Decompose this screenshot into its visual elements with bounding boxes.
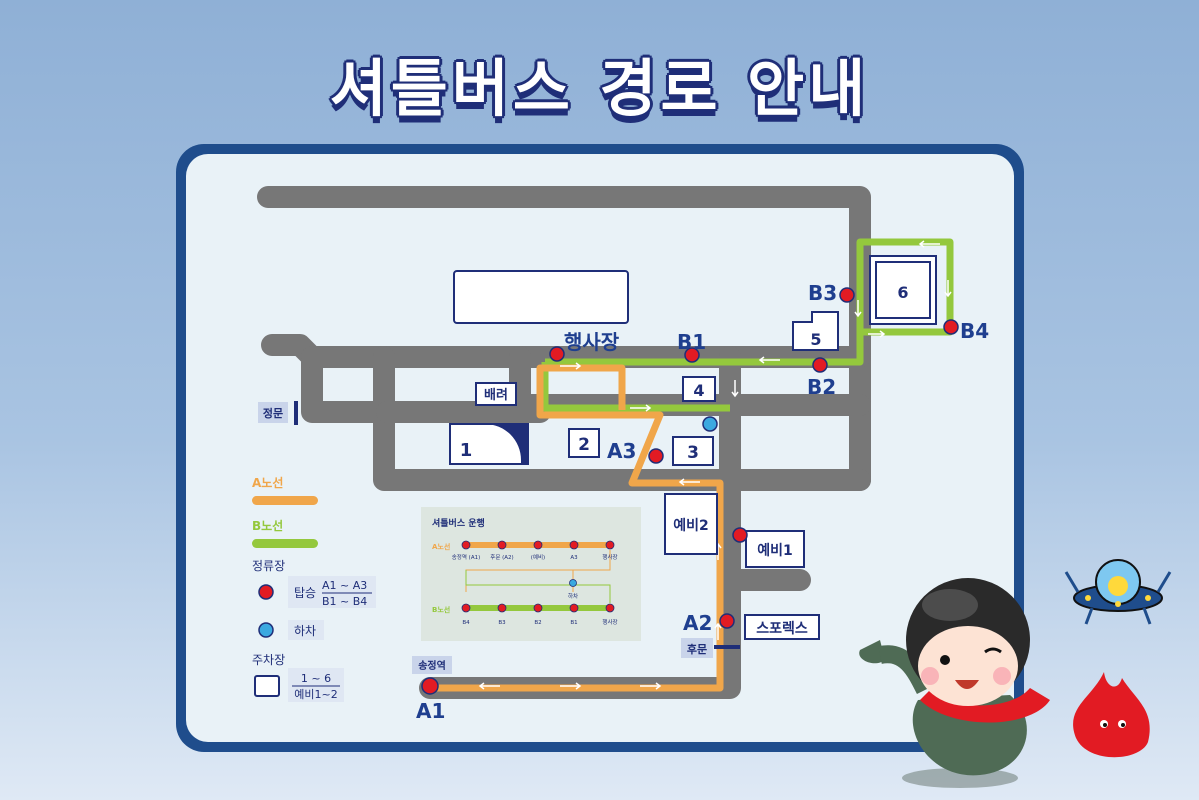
label-A3: A3 [607,439,636,463]
operation-diagram: 셔틀버스 운행 A노선 B노선 송정역 (A1) 후문 (A2) (예비) A3… [421,507,641,641]
svg-text:B3: B3 [498,620,506,626]
rear-gate: 후문 [681,638,740,658]
svg-text:B1: B1 [570,620,577,626]
bus-stops [421,287,959,695]
flame-mascot-icon [1073,672,1150,758]
legend-alight-icon [258,622,274,638]
svg-text:(예비): (예비) [531,553,545,561]
stop-haengsajang [549,346,565,362]
svg-text:3: 3 [687,443,699,463]
stop-A2 [719,613,735,629]
building-4: 4 [682,376,716,402]
svg-text:행사장: 행사장 [602,553,617,561]
pilot-mascot-icon [859,578,1050,788]
legend-board-b: B1 ~ B4 [322,595,367,608]
svg-text:예비2: 예비2 [673,518,709,534]
legend-parking-title: 주차장 [252,653,285,667]
legend-route-b-swatch [252,539,318,548]
operation-title: 셔틀버스 운행 [432,517,485,529]
svg-text:6: 6 [897,283,908,302]
building-1: 1 [449,423,529,465]
label-haengsajang: 행사장 [564,330,620,354]
legend-parking-spare: 예비1~2 [294,688,337,701]
svg-text:정문: 정문 [263,406,283,420]
legend-route-b-label: B노선 [252,518,283,533]
legend-route-a-swatch [252,496,318,505]
legend-board-a: A1 ~ A3 [322,579,367,592]
svg-text:2: 2 [578,435,590,455]
building-spolex: 스포렉스 [744,614,820,640]
label-A2: A2 [683,611,712,635]
svg-text:배려: 배려 [484,387,508,403]
svg-text:스포렉스: 스포렉스 [756,620,808,637]
svg-text:B4: B4 [462,620,470,626]
stop-A1 [421,677,439,695]
legend-board-label: 탑승 [294,586,316,600]
svg-text:송정역: 송정역 [418,659,446,672]
building-3: 3 [672,436,714,466]
route-arrows [478,240,952,690]
stop-B1 [684,347,700,363]
legend: A노선 B노선 정류장 탑승 A1 ~ A3 B1 ~ B4 하차 주차장 1 … [252,475,376,702]
legend-parking-main: 1 ~ 6 [301,672,331,685]
legend-route-a-label: A노선 [252,475,283,490]
label-A1: A1 [416,699,445,723]
svg-text:5: 5 [810,330,821,349]
stop-alight [702,416,718,432]
svg-text:B2: B2 [534,620,541,626]
building-5: 5 [792,311,839,351]
svg-text:후문 (A2): 후문 (A2) [490,554,513,561]
page-title: 셔틀버스 경로 안내 [329,52,870,125]
legend-alight-label: 하차 [294,624,316,638]
svg-text:하차: 하차 [568,592,578,600]
stop-B3 [839,287,855,303]
building-baeryeo: 배려 [475,382,517,406]
label-B4: B4 [960,319,989,343]
building-2: 2 [568,428,600,458]
label-B3: B3 [808,281,837,305]
legend-stop-title: 정류장 [252,559,285,573]
building-main-hall [453,270,629,324]
svg-text:예비1: 예비1 [757,543,793,559]
svg-text:송정역 (A1): 송정역 (A1) [452,553,480,561]
building-yebi1: 예비1 [745,530,805,568]
label-B2: B2 [807,375,836,399]
stop-yebi [732,527,748,543]
svg-text:행사장: 행사장 [602,618,617,626]
op-route-b-label: B노선 [432,605,450,614]
op-route-a-label: A노선 [432,542,450,551]
legend-board-icon [258,584,274,600]
building-yebi2: 예비2 [664,493,718,555]
svg-text:4: 4 [693,381,704,400]
main-gate: 정문 [258,401,298,425]
route-b-line [541,238,954,412]
building-6: 6 [869,255,937,325]
legend-parking-icon [254,675,280,697]
ufo-icon [1064,559,1172,625]
label-B1: B1 [677,330,706,354]
svg-text:1: 1 [460,440,473,461]
stop-B4 [943,319,959,335]
svg-text:A3: A3 [570,555,578,561]
station-tag: 송정역 [412,656,452,674]
svg-text:후문: 후문 [687,642,707,656]
stop-A3 [648,448,664,464]
stop-B2 [812,357,828,373]
